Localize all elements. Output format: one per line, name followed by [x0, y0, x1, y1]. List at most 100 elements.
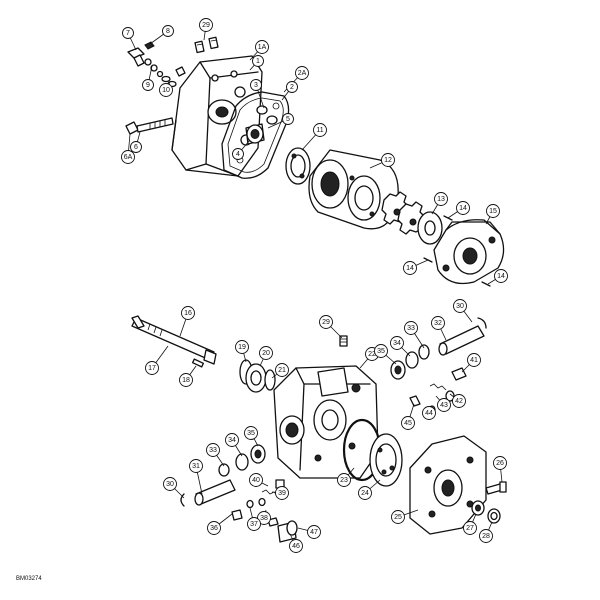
callout-44: 44 — [422, 406, 436, 420]
bushing-4-drawing — [245, 123, 265, 145]
callout-circle — [434, 192, 448, 206]
callout-circle — [232, 148, 244, 160]
callout-circle — [422, 406, 436, 420]
callout-label: 1 — [256, 58, 260, 65]
callout-circle — [453, 299, 467, 313]
callout-34: 34 — [225, 433, 239, 447]
callout-label: 8 — [166, 28, 170, 35]
bearing-19-21-drawing — [239, 359, 276, 393]
callout-30: 30 — [163, 477, 177, 491]
callout-21: 21 — [275, 363, 289, 377]
callout-14: 14 — [494, 269, 508, 283]
callout-label: 35 — [377, 348, 385, 355]
gear-plate-24-drawing — [369, 433, 403, 487]
callout-label: 21 — [278, 367, 286, 374]
callout-label: 3 — [254, 82, 258, 89]
callout-circle — [252, 55, 264, 67]
callout-label: 31 — [192, 463, 200, 470]
callout-circle — [249, 473, 263, 487]
callout-circle — [431, 316, 445, 330]
callout-5: 5 — [282, 113, 294, 125]
callout-circle — [467, 353, 481, 367]
callout-circle — [404, 321, 418, 335]
plugs-29-lower-drawing — [339, 335, 348, 347]
callout-24: 24 — [358, 486, 372, 500]
callout-label: 30 — [166, 481, 174, 488]
bolt-26-drawing — [485, 481, 507, 495]
callout-19: 19 — [235, 340, 249, 354]
callout-circle — [452, 394, 466, 408]
callout-label: 33 — [209, 447, 217, 454]
callout-label: 42 — [455, 398, 463, 405]
main-housing-22-drawing — [273, 365, 379, 479]
callout-label: 35 — [247, 430, 255, 437]
callout-28: 28 — [479, 529, 493, 543]
callout-label: 47 — [310, 529, 318, 536]
callout-circle — [130, 141, 142, 153]
callout-circle — [189, 459, 203, 473]
callout-label: 25 — [394, 514, 402, 521]
callout-circle — [122, 27, 134, 39]
seal-parts-33-35-lower-drawing — [218, 444, 266, 477]
callout-41: 41 — [467, 353, 481, 367]
callout-circle — [295, 66, 309, 80]
callout-label: 36 — [210, 525, 218, 532]
callout-29: 29 — [319, 315, 333, 329]
callout-circle — [162, 25, 174, 37]
callout-circle — [486, 204, 500, 218]
key-18-drawing — [191, 358, 205, 368]
seal-parts-33-35-upper-drawing — [390, 344, 430, 380]
callout-42: 42 — [452, 394, 466, 408]
fitting-7-drawing — [127, 41, 164, 78]
callout-34: 34 — [390, 336, 404, 350]
callout-label: 46 — [292, 543, 300, 550]
callout-circle — [275, 363, 289, 377]
callout-label: 20 — [262, 350, 270, 357]
callout-circle — [244, 426, 258, 440]
callout-label: 5 — [286, 116, 290, 123]
flange-cover-25-drawing — [409, 435, 487, 535]
callout-circle — [121, 150, 135, 164]
relief-valve-41-45-drawing — [409, 367, 467, 415]
callout-label: 14 — [406, 265, 414, 272]
callout-17: 17 — [145, 361, 159, 375]
callout-label: 34 — [228, 437, 236, 444]
callout-circle — [381, 153, 395, 167]
callout-label: 1A — [258, 44, 267, 51]
callout-8: 8 — [162, 25, 174, 37]
callout-label: 17 — [148, 365, 156, 372]
callout-circle — [207, 521, 221, 535]
callout-40: 40 — [249, 473, 263, 487]
callout-43: 43 — [437, 398, 451, 412]
wear-plate-11-drawing — [285, 147, 311, 185]
callout-29: 29 — [199, 18, 213, 32]
callout-circle — [289, 539, 303, 553]
callout-label: 41 — [470, 357, 478, 364]
callout-circle — [319, 315, 333, 329]
callout-label: 12 — [384, 157, 392, 164]
callout-circle — [307, 525, 321, 539]
callout-circle — [206, 443, 220, 457]
callout-circle — [479, 529, 493, 543]
seal-plate-13-drawing — [417, 211, 443, 245]
callout-33: 33 — [404, 321, 418, 335]
callout-label: 29 — [202, 22, 210, 29]
callout-circle — [401, 416, 415, 430]
callout-36: 36 — [207, 521, 221, 535]
callout-15: 15 — [486, 204, 500, 218]
gear-housing-12-drawing — [308, 149, 399, 230]
callout-label: 16 — [184, 310, 192, 317]
callout-10: 10 — [159, 83, 173, 97]
plugs-29-drawing — [194, 36, 219, 54]
callout-6: 6 — [130, 141, 142, 153]
callout-label: 26 — [496, 460, 504, 467]
callout-label: 29 — [322, 319, 330, 326]
callout-circle — [235, 340, 249, 354]
callout-label: 34 — [393, 340, 401, 347]
callout-label: 28 — [482, 533, 490, 540]
callout-circle — [374, 344, 388, 358]
callout-14: 14 — [456, 201, 470, 215]
